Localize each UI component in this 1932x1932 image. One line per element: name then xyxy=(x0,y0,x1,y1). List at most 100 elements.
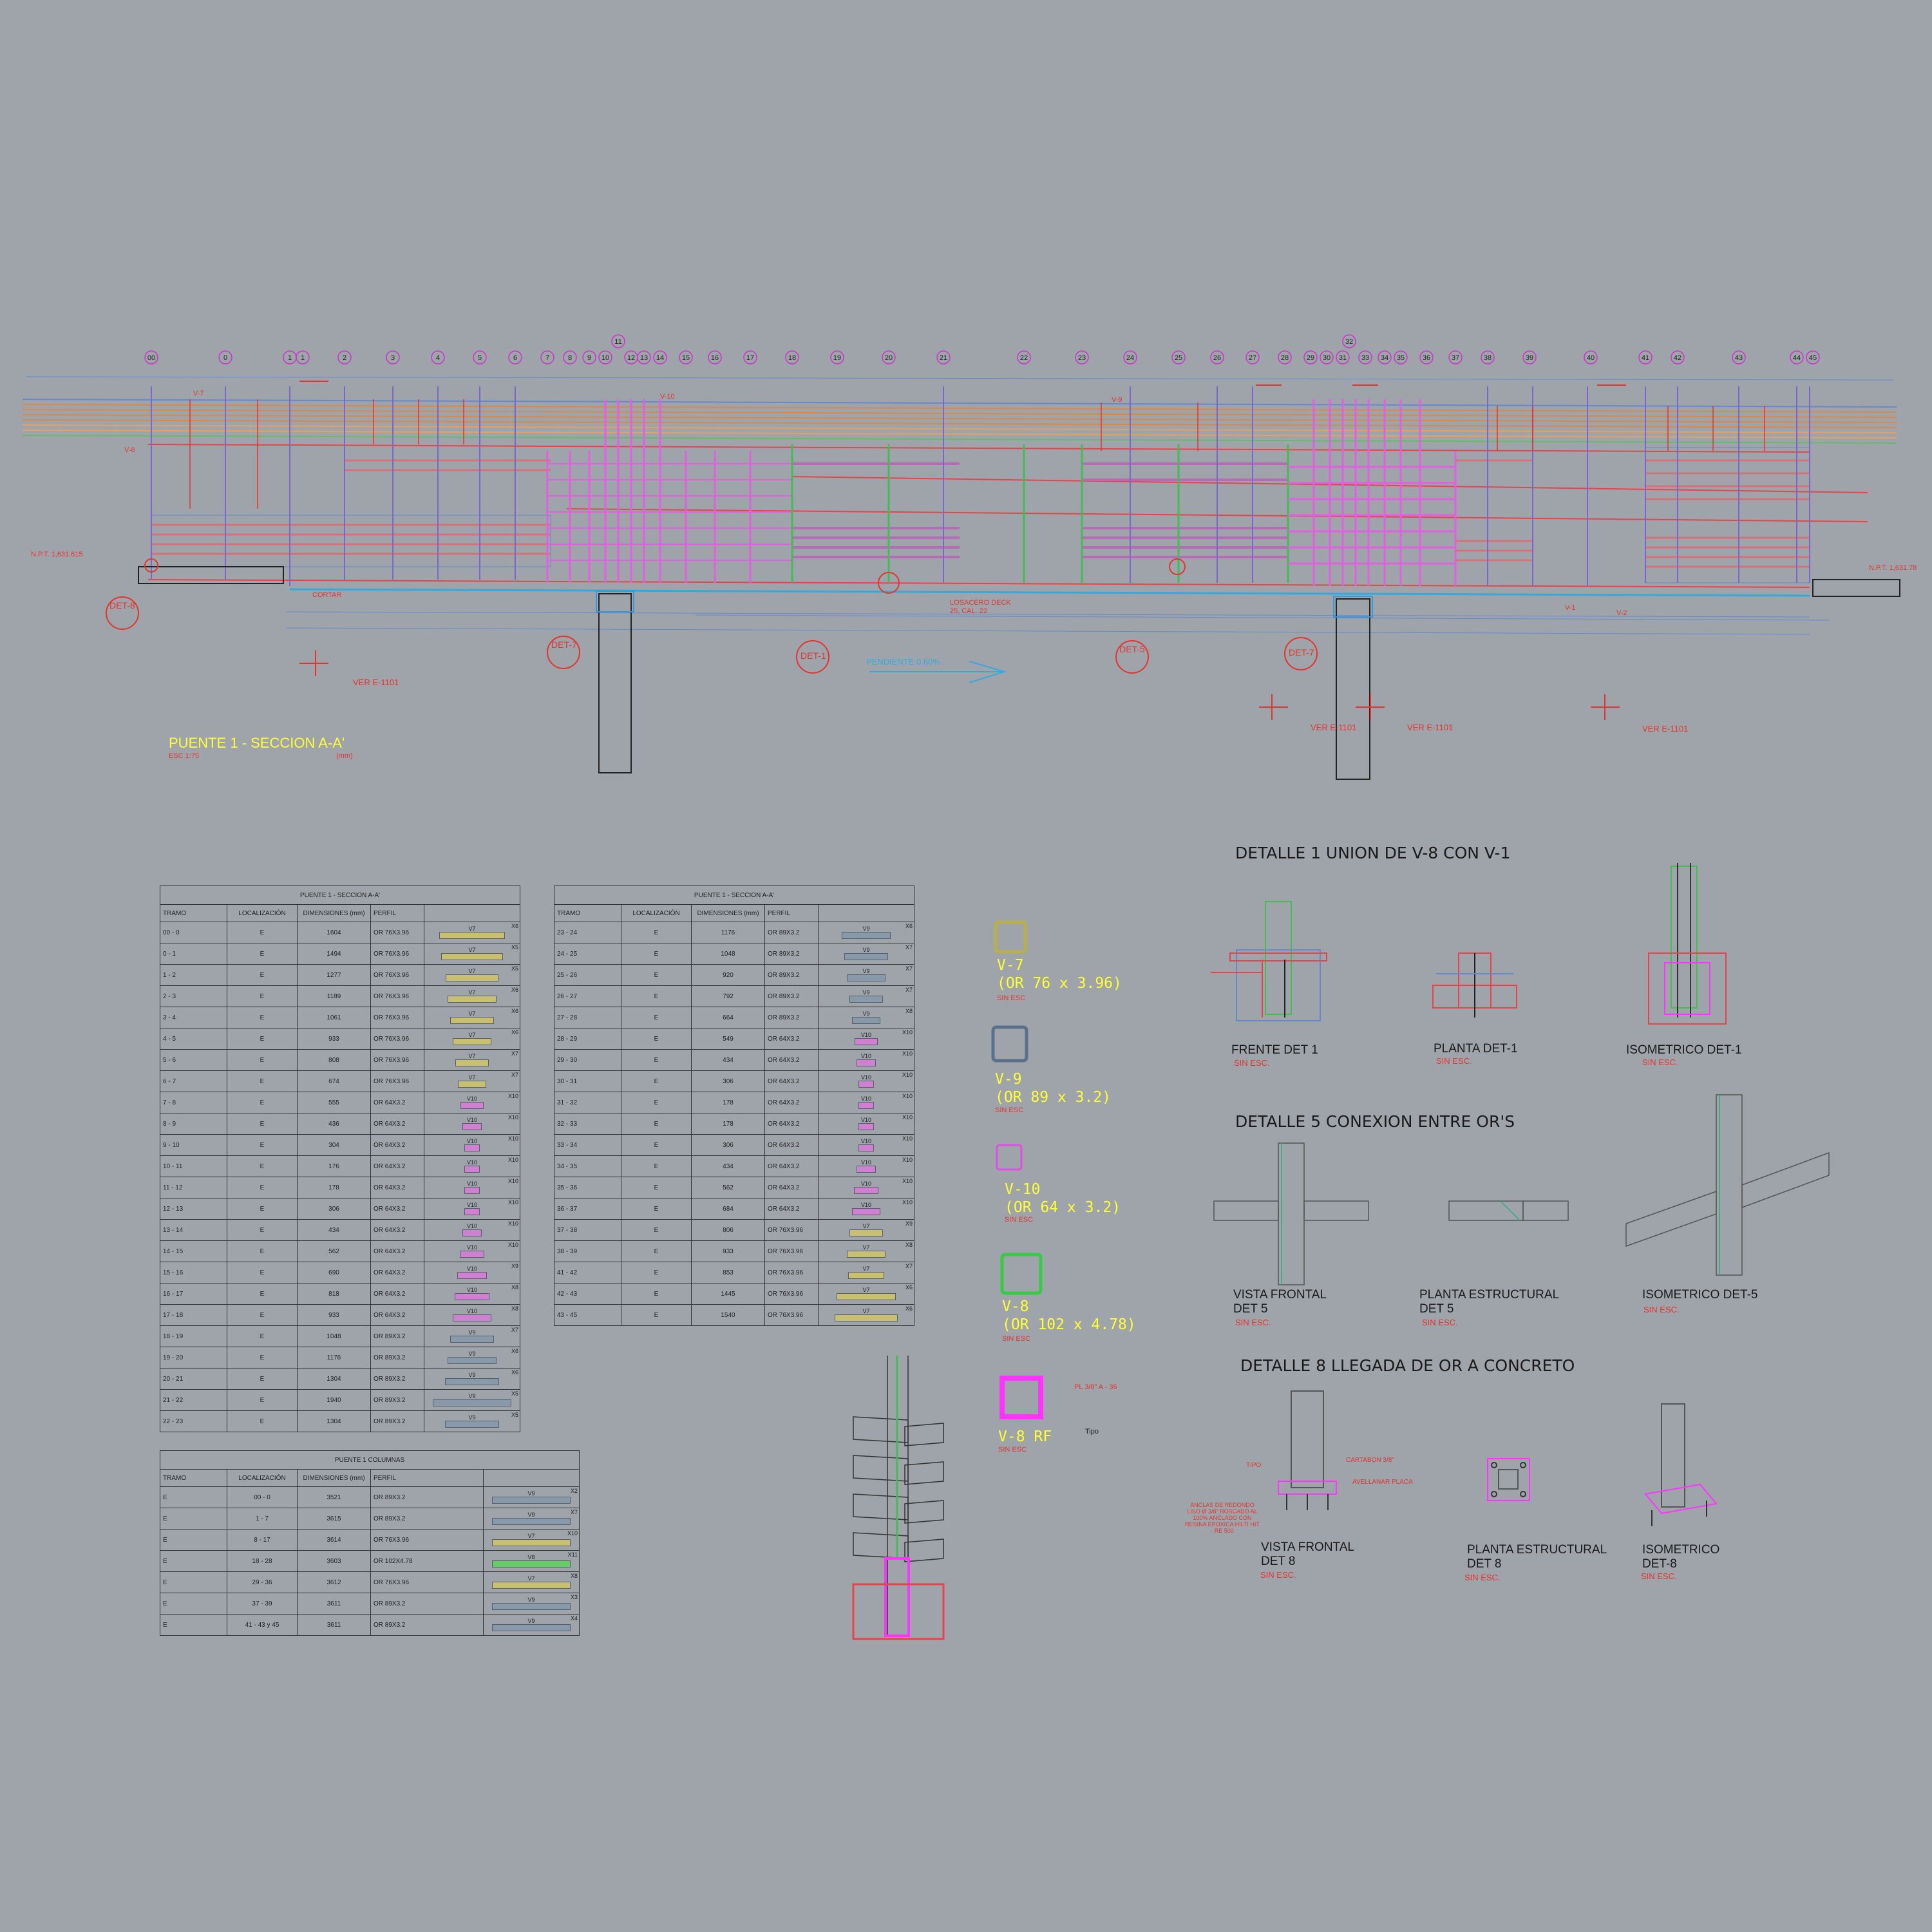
v10-section-icon xyxy=(996,1144,1023,1171)
cell-localizacion: E xyxy=(227,1410,298,1432)
cell-dimension: 690 xyxy=(297,1262,371,1283)
profile-tag: V10 xyxy=(466,1180,477,1188)
cell-localizacion: E xyxy=(621,1070,692,1092)
profile-tag: V10 xyxy=(466,1138,477,1145)
col-dimensiones: DIMENSIONES (mm) xyxy=(297,904,371,922)
cell-localizacion: E xyxy=(227,1070,298,1092)
profile-note: SIN ESC xyxy=(1005,1216,1034,1224)
grid-label: 9 xyxy=(587,354,591,362)
grid-bubble xyxy=(882,350,896,365)
cell-dimension: 1604 xyxy=(297,922,371,943)
profile-tag: V10 xyxy=(860,1095,871,1103)
cell-perfil: OR 76X3.96 xyxy=(370,1571,484,1593)
grid-label: 15 xyxy=(682,354,690,362)
cell-tramo: E xyxy=(160,1550,227,1572)
sin-esc: SIN ESC. xyxy=(1260,1570,1296,1580)
profile-bar xyxy=(848,1272,884,1280)
quantity-label: X7 xyxy=(511,1072,518,1078)
quantity-label: X5 xyxy=(511,944,518,951)
col-tramo: TRAMO xyxy=(160,1469,227,1487)
grid-label: 11 xyxy=(614,338,621,346)
grid-label: 32 xyxy=(1345,338,1353,346)
grid-label: 41 xyxy=(1642,354,1649,362)
grid-label: 00 xyxy=(147,354,155,362)
grid-label: 10 xyxy=(601,354,609,362)
det-marker-5[interactable]: DET-5 xyxy=(1119,644,1145,654)
profile-tag: V10 xyxy=(860,1202,871,1209)
profile-v8rf: V-8 RF xyxy=(998,1428,1052,1445)
cell-dimension: 434 xyxy=(691,1049,765,1071)
profile-bar xyxy=(492,1539,571,1547)
ver-note-3: VER E-1101 xyxy=(1407,723,1454,732)
det-marker-8[interactable]: DET-8 xyxy=(109,600,135,611)
cell-localizacion: E xyxy=(227,922,298,943)
det-marker-7a[interactable]: DET-7 xyxy=(551,639,577,650)
det-marker-1[interactable]: DET-1 xyxy=(800,650,826,661)
profile-tag: V7 xyxy=(468,1010,476,1018)
table-columnas: PUENTE 1 COLUMNAS TRAMO LOCALIZACIÓN DIM… xyxy=(160,1450,580,1636)
det1-planta xyxy=(1432,952,1517,1018)
cell-tramo: 18 - 19 xyxy=(160,1325,227,1347)
profile-bar xyxy=(460,1251,484,1258)
profile-bar xyxy=(448,1357,497,1365)
deck-line xyxy=(289,588,1810,597)
det8-isometrico xyxy=(1644,1403,1718,1526)
cell-localizacion: E xyxy=(227,1368,298,1390)
quantity-label: X8 xyxy=(570,1573,578,1579)
cell-tramo: 17 - 18 xyxy=(160,1304,227,1326)
grid-label: 6 xyxy=(513,354,517,362)
det-marker-7b[interactable]: DET-7 xyxy=(1289,647,1314,658)
quantity-label: X10 xyxy=(507,1114,518,1121)
cell-perfil: OR 89X3.2 xyxy=(370,1486,484,1508)
grid-bubble xyxy=(1245,350,1260,365)
grid-bubble xyxy=(1210,350,1224,365)
cell-dimension: 306 xyxy=(297,1198,371,1220)
profile-note: SIN ESC xyxy=(997,994,1026,1002)
beam-tag: V-1 xyxy=(1565,604,1576,612)
grid-label: 45 xyxy=(1809,354,1817,362)
cell-tramo: E xyxy=(160,1529,227,1551)
cell-localizacion: E xyxy=(227,964,298,986)
grid-label: 36 xyxy=(1423,354,1430,362)
profile-bar xyxy=(492,1497,571,1504)
cell-localizacion: E xyxy=(227,1304,298,1326)
beam-tag: V-7 xyxy=(193,390,204,397)
cell-perfil: OR 64X3.2 xyxy=(370,1304,424,1326)
cell-dimension: 1176 xyxy=(691,922,765,943)
cell-perfil: OR 64X3.2 xyxy=(370,1219,424,1241)
cell-perfil: OR 64X3.2 xyxy=(370,1198,424,1220)
sin-esc: SIN ESC. xyxy=(1641,1571,1677,1581)
slope-label: PENDIENTE 0.60% xyxy=(866,657,940,667)
quantity-label: X8 xyxy=(511,1305,518,1312)
cell-perfil: OR 89X3.2 xyxy=(764,985,819,1007)
quantity-label: X10 xyxy=(902,1199,913,1206)
det8-view-planta: PLANTA ESTRUCTURAL DET 8 xyxy=(1467,1543,1607,1571)
pier-left xyxy=(598,593,632,773)
cell-localizacion: E xyxy=(227,1134,298,1156)
cell-perfil: OR 76X3.96 xyxy=(764,1240,819,1262)
profile-tag: V7 xyxy=(468,968,476,975)
profile-tag: V10 xyxy=(466,1265,477,1273)
cell-localizacion: E xyxy=(227,985,298,1007)
cell-tramo: 11 - 12 xyxy=(160,1177,227,1198)
v8rf-section-icon xyxy=(999,1376,1043,1419)
grid-label: 12 xyxy=(627,354,635,362)
cell-perfil: OR 64X3.2 xyxy=(370,1134,424,1156)
cortar-label: CORTAR xyxy=(312,591,342,599)
cell-dimension: 3614 xyxy=(297,1529,371,1551)
quantity-label: X10 xyxy=(902,1157,913,1163)
